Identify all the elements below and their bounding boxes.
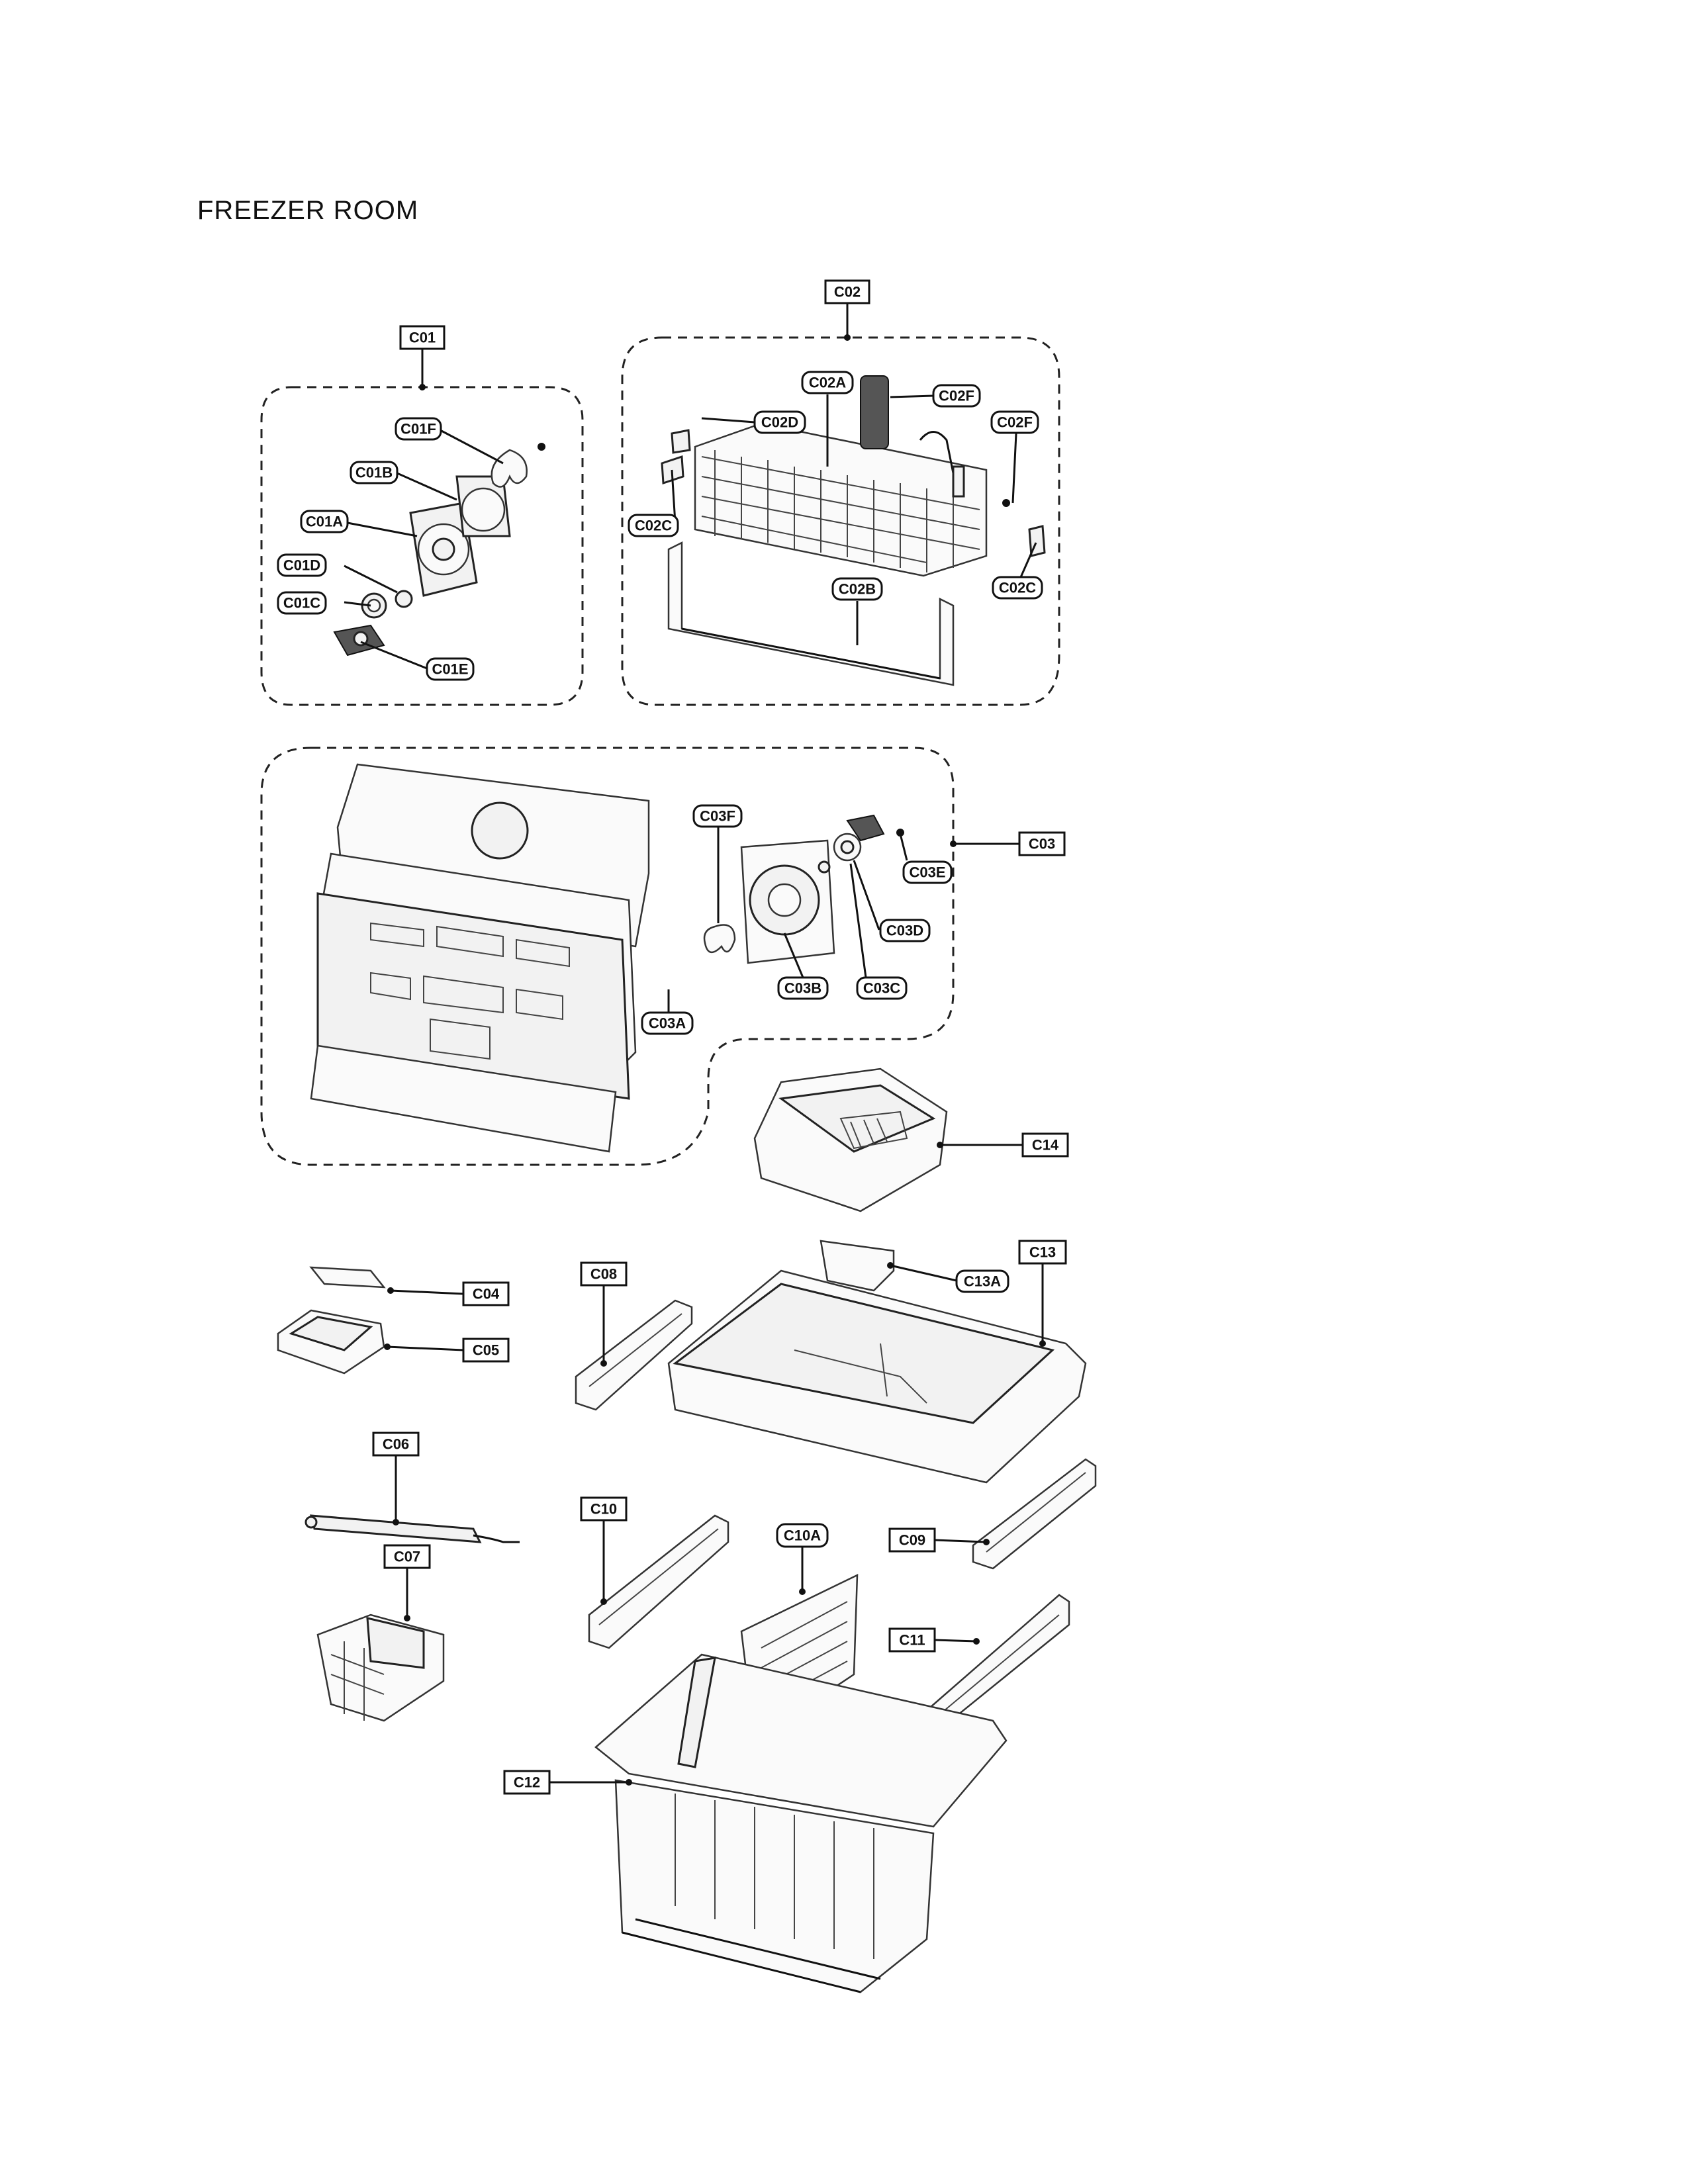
callout-c01f: C01F [395, 417, 442, 441]
group-c02-border [621, 336, 1060, 706]
rail-c11 [929, 1594, 1070, 1725]
callout-c02f-2: C02F [990, 410, 1039, 434]
callout-c10a: C10A [776, 1523, 829, 1548]
callout-c03e: C03E [902, 860, 953, 884]
svg-text:C07: C07 [394, 1549, 420, 1565]
callout-c07: C07 [383, 1544, 431, 1569]
svg-text:C04: C04 [473, 1286, 500, 1302]
svg-text:C14: C14 [1032, 1137, 1059, 1154]
part-c04 [309, 1266, 386, 1289]
svg-text:C13: C13 [1029, 1244, 1056, 1261]
svg-text:C02: C02 [834, 284, 861, 300]
rail-c10 [588, 1514, 729, 1649]
callout-c03f: C03F [692, 804, 743, 828]
freezer-rear-panel-c03 [310, 763, 673, 1153]
callout-c12: C12 [503, 1770, 551, 1795]
callout-c01e: C01E [426, 657, 475, 681]
fan-motor-assembly-c01 [333, 443, 545, 657]
svg-text:C01B: C01B [355, 465, 393, 481]
callout-c06: C06 [372, 1432, 420, 1457]
callout-c03c: C03C [856, 976, 908, 1000]
svg-text:C02C: C02C [999, 580, 1036, 596]
svg-text:C06: C06 [383, 1436, 409, 1453]
callout-c02a: C02A [801, 371, 854, 394]
svg-text:C03F: C03F [700, 808, 735, 825]
svg-text:C13A: C13A [964, 1273, 1001, 1290]
svg-text:C02D: C02D [761, 414, 798, 431]
leader-lines [344, 303, 1046, 1786]
callout-c01d: C01D [277, 553, 327, 577]
callout-c08: C08 [580, 1261, 628, 1287]
drawer-c13 [667, 1240, 1087, 1484]
callout-c02: C02 [824, 279, 870, 304]
callout-c02c-1: C02C [628, 514, 679, 537]
page-title: FREEZER ROOM [197, 196, 419, 225]
callout-c03b: C03B [777, 976, 829, 1000]
svg-text:C03A: C03A [649, 1015, 686, 1032]
svg-text:C03E: C03E [909, 864, 945, 881]
svg-text:C10A: C10A [784, 1527, 821, 1544]
evaporator-c02 [661, 375, 1046, 686]
svg-text:C03B: C03B [784, 980, 821, 997]
icemaker-c07 [316, 1614, 445, 1722]
svg-text:C10: C10 [590, 1501, 617, 1518]
svg-text:C01D: C01D [283, 557, 320, 574]
callout-c14: C14 [1021, 1132, 1069, 1158]
callout-c04: C04 [462, 1281, 510, 1306]
svg-text:C02B: C02B [839, 581, 876, 598]
svg-text:C08: C08 [590, 1266, 617, 1283]
svg-text:C01A: C01A [306, 514, 343, 530]
callout-c11: C11 [888, 1627, 936, 1653]
callout-c05: C05 [462, 1338, 510, 1363]
callout-c09: C09 [888, 1527, 936, 1553]
svg-text:C02C: C02C [635, 518, 672, 534]
callout-c03d: C03D [879, 919, 931, 942]
svg-text:C01: C01 [409, 330, 436, 346]
svg-text:C03C: C03C [863, 980, 900, 997]
heater-c06 [305, 1514, 520, 1543]
svg-text:C01E: C01E [432, 661, 468, 678]
ice-bin-c14 [753, 1068, 948, 1212]
callout-c03a: C03A [641, 1011, 694, 1035]
svg-text:C09: C09 [899, 1532, 925, 1549]
svg-text:C01C: C01C [283, 595, 320, 612]
svg-text:C03D: C03D [886, 923, 923, 939]
callout-c10: C10 [580, 1496, 628, 1522]
callout-c01c: C01C [277, 591, 327, 615]
part-c05 [277, 1309, 385, 1375]
group-c03 [260, 747, 955, 1166]
callout-c13a: C13A [955, 1269, 1009, 1293]
svg-text:C05: C05 [473, 1342, 499, 1359]
callout-c02d: C02D [753, 410, 806, 434]
callout-c02c-2: C02C [992, 576, 1043, 600]
svg-text:C03: C03 [1029, 836, 1055, 852]
svg-text:C02F: C02F [939, 388, 974, 404]
group-c01-border [260, 386, 584, 706]
svg-text:C02F: C02F [997, 414, 1033, 431]
callout-c02f-1: C02F [932, 384, 981, 408]
group-c02 [621, 336, 1060, 706]
callout-c01b: C01B [350, 461, 399, 484]
rail-c09 [972, 1458, 1097, 1570]
callout-c03: C03 [1018, 831, 1066, 856]
callout-c01: C01 [399, 325, 445, 350]
svg-text:C01F: C01F [400, 421, 436, 437]
callout-c02b: C02B [831, 577, 883, 601]
rail-c08 [575, 1299, 693, 1411]
group-c01 [260, 386, 584, 706]
svg-text:C12: C12 [514, 1774, 540, 1791]
fan-assembly-c03 [703, 814, 904, 964]
basket-c12 [594, 1653, 1008, 1993]
callout-c01a: C01A [300, 510, 349, 533]
svg-text:C11: C11 [899, 1632, 925, 1649]
svg-text:C02A: C02A [809, 375, 846, 391]
callout-c13: C13 [1018, 1240, 1067, 1265]
